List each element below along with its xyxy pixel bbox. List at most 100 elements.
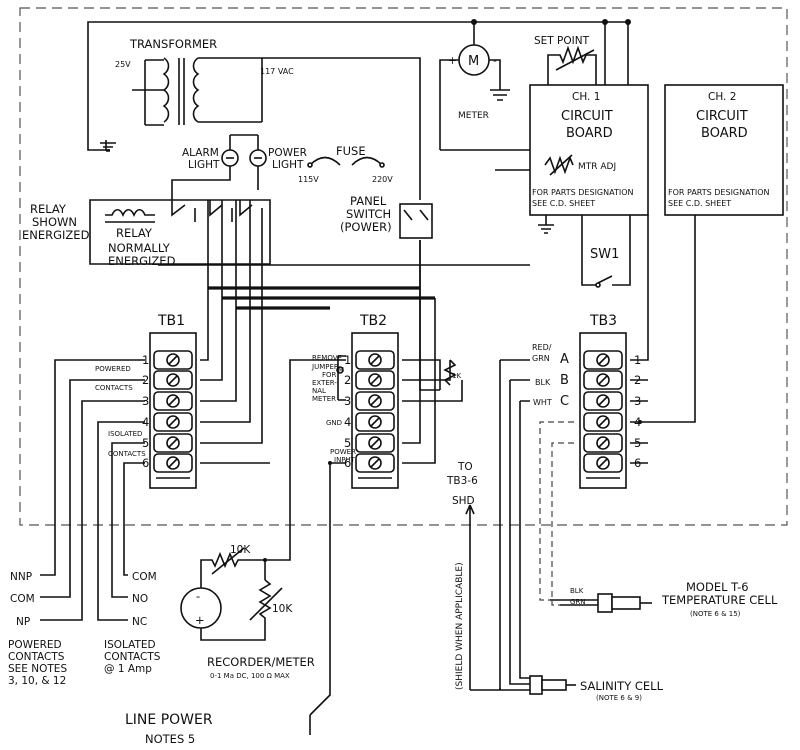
svg-text:3, 10, & 12: 3, 10, & 12 [8,675,66,687]
svg-text:SEE NOTES: SEE NOTES [8,663,67,675]
svg-text:+: + [195,613,205,627]
transformer-title: TRANSFORMER [129,37,217,51]
svg-text:ENERGIZED: ENERGIZED [108,254,176,268]
svg-text:INPUT: INPUT [334,456,356,464]
svg-text:FOR: FOR [322,371,337,379]
svg-text:TB1: TB1 [157,313,185,329]
svg-text:CONTACTS: CONTACTS [104,651,161,663]
svg-text:EXTER-: EXTER- [312,379,337,387]
svg-text:ENERGIZED: ENERGIZED [22,228,90,242]
set-point: SET POINT [534,35,597,85]
svg-text:NAL: NAL [312,387,326,395]
svg-text:115V: 115V [298,175,319,184]
svg-text:1K: 1K [452,372,461,380]
svg-text:10K: 10K [272,603,293,615]
svg-text:220V: 220V [372,175,393,184]
svg-text:POWERED: POWERED [95,365,131,373]
sw1-switch: SW1 [581,215,631,288]
svg-text:SEE C.D. SHEET: SEE C.D. SHEET [532,199,595,208]
svg-text:BLK: BLK [535,378,551,387]
svg-text:NC: NC [132,616,147,628]
fuse: FUSE 115V 220V [298,144,393,184]
svg-text:GND: GND [326,419,342,427]
svg-text:0-1 Ma DC, 100 Ω MAX: 0-1 Ma DC, 100 Ω MAX [210,672,290,680]
terminal-number: 4 [344,415,351,429]
svg-text:@ 1 Amp: @ 1 Amp [104,663,152,675]
svg-text:CH. 1: CH. 1 [572,91,600,103]
svg-text:LINE POWER: LINE POWER [125,712,213,728]
svg-text:COM: COM [10,593,35,605]
svg-text:(POWER): (POWER) [340,220,392,234]
svg-text:TEMPERATURE CELL: TEMPERATURE CELL [661,593,778,607]
svg-text:NOTES 5: NOTES 5 [145,732,195,746]
terminal-number: 6 [142,456,149,470]
svg-text:NO: NO [132,593,148,605]
svg-text:SW1: SW1 [590,247,619,262]
svg-text:GRN: GRN [532,354,550,363]
transformer: TRANSFORMER 25V 117 VAC [87,37,421,200]
relay: RELAY SHOWN ENERGIZED RELAY NORMALLY ENE… [22,199,271,268]
power-light: POWER LIGHT [230,134,307,190]
powered-notes: POWERED CONTACTS SEE NOTES 3, 10, & 12 [8,639,67,687]
svg-text:TB3: TB3 [589,313,617,329]
line-power: LINE POWER NOTES 5 [125,712,311,746]
svg-text:CIRCUIT: CIRCUIT [696,109,748,124]
svg-text:SHOWN: SHOWN [32,215,77,229]
meter-label: METER [458,111,489,121]
left-output-terminals: NNP COM NP COM NO NC [10,571,157,628]
svg-text:+: + [448,55,457,67]
svg-text:RELAY: RELAY [116,226,153,240]
svg-text:NORMALLY: NORMALLY [108,241,171,255]
terminal-number: 4 [142,415,149,429]
svg-text:ISOLATED: ISOLATED [108,430,142,438]
temperature-cell: BLK GRN MODEL T-6 TEMPERATURE CELL (NOTE… [550,580,778,618]
meter: M + - METER [439,44,510,150]
enclosure-boundary [19,7,788,526]
svg-text:GRN: GRN [570,598,586,606]
svg-text:METER: METER [312,395,336,403]
svg-text:FOR PARTS DESIGNATION: FOR PARTS DESIGNATION [668,188,770,197]
terminal-number: 2 [142,373,149,387]
svg-text:BLK: BLK [570,587,584,595]
svg-text:CIRCUIT: CIRCUIT [561,109,613,124]
panel-switch: PANEL SWITCH (POWER) [340,194,433,239]
svg-text:CONTACTS: CONTACTS [108,450,146,458]
svg-text:POWER: POWER [330,448,356,456]
svg-text:M: M [338,366,344,374]
svg-text:BOARD: BOARD [701,126,748,141]
svg-text:SALINITY CELL: SALINITY CELL [580,679,664,693]
svg-text:MTR ADJ: MTR ADJ [578,162,616,172]
svg-text:PANEL: PANEL [350,194,387,208]
svg-text:B: B [560,373,569,388]
svg-text:RECORDER/METER: RECORDER/METER [207,655,315,669]
svg-text:RELAY: RELAY [30,202,67,216]
terminal-number: 1 [142,353,149,367]
terminal-number: 5 [142,436,149,450]
svg-text:-: - [196,589,200,603]
svg-text:FOR PARTS DESIGNATION: FOR PARTS DESIGNATION [532,188,634,197]
svg-text:(NOTE 6 & 9): (NOTE 6 & 9) [596,694,642,702]
svg-text:CONTACTS: CONTACTS [8,651,65,663]
svg-text:ISOLATED: ISOLATED [104,639,156,651]
svg-text:25V: 25V [115,60,131,69]
salinity-cell: SALINITY CELL (NOTE 6 & 9) [470,670,664,702]
svg-text:SHD: SHD [452,495,475,507]
svg-text:SET POINT: SET POINT [534,35,590,47]
svg-text:WHT: WHT [533,398,552,407]
svg-text:TB2: TB2 [359,313,387,329]
svg-text:POWERED: POWERED [8,639,62,651]
isolated-notes: ISOLATED CONTACTS @ 1 Amp [104,639,161,675]
svg-text:C: C [560,394,569,409]
svg-text:LIGHT: LIGHT [188,159,220,171]
svg-text:JUMPER: JUMPER [311,363,339,371]
svg-text:POWER: POWER [268,147,307,159]
svg-text:ALARM: ALARM [182,147,219,159]
circuit-board-ch1: CH. 1 CIRCUIT BOARD MTR ADJ FOR PARTS DE… [529,84,649,234]
svg-text:NNP: NNP [10,571,32,583]
svg-text:TO: TO [457,461,473,473]
svg-text:RED/: RED/ [532,343,552,352]
svg-text:-: - [493,55,497,67]
circuit-board-ch2: CH. 2 CIRCUIT BOARD FOR PARTS DESIGNATIO… [664,84,784,216]
